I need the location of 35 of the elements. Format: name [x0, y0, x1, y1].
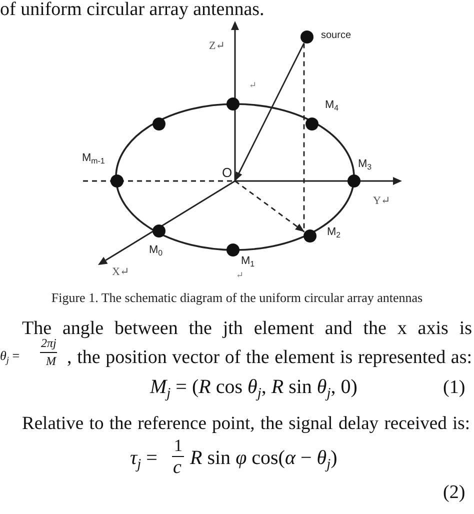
equation-number: (1): [443, 378, 466, 397]
equation-number: (2): [443, 483, 466, 502]
body-text: of uniform circular array antennas.: [0, 0, 264, 19]
antenna-dot: [306, 118, 318, 130]
antenna-dot: [348, 174, 360, 188]
fraction-denominator: c: [173, 458, 182, 477]
element-label: M$_{m-1}$: [82, 153, 105, 164]
fraction-denominator: M: [46, 355, 56, 367]
element-label: M$_{1}$: [241, 256, 255, 267]
figure-caption: Figure 1. The schematic diagram of the uniform circular array antennas: [51, 291, 423, 304]
element-label: M$_{4}$: [325, 100, 339, 111]
axis-label: Y↵: [373, 196, 390, 207]
arrow: [234, 42, 305, 182]
paragraph-mark: ↵: [236, 271, 244, 280]
antenna-dot: [152, 118, 166, 130]
element-label: M$_{2}$: [327, 227, 341, 238]
antenna-dot: [304, 230, 316, 242]
element-label: M$_{0}$: [149, 245, 163, 256]
body-text: Relative to the reference point, the signal delay received is:: [22, 415, 470, 434]
origin-label: O: [222, 166, 235, 181]
axis-label: X↵: [112, 267, 130, 278]
element-label: M$_{3}$: [358, 159, 372, 170]
dashed-arrow: [234, 180, 305, 232]
fraction-numerator: 1: [174, 437, 182, 454]
antenna-dot: [226, 244, 240, 256]
antenna-dot: [226, 98, 240, 110]
antenna-dot: [110, 174, 124, 188]
fraction-numerator: 2πj: [41, 337, 56, 349]
source-label: source: [321, 31, 352, 41]
axis-label: Z↵: [209, 41, 225, 52]
body-text: , the position vector of the element is represented as:: [67, 348, 472, 367]
antenna-dot: [152, 224, 166, 238]
paragraph-mark: ↵: [249, 81, 257, 90]
body-text: The angle between the jth element and the x axis is: [22, 319, 472, 338]
source-dot: [300, 30, 314, 44]
